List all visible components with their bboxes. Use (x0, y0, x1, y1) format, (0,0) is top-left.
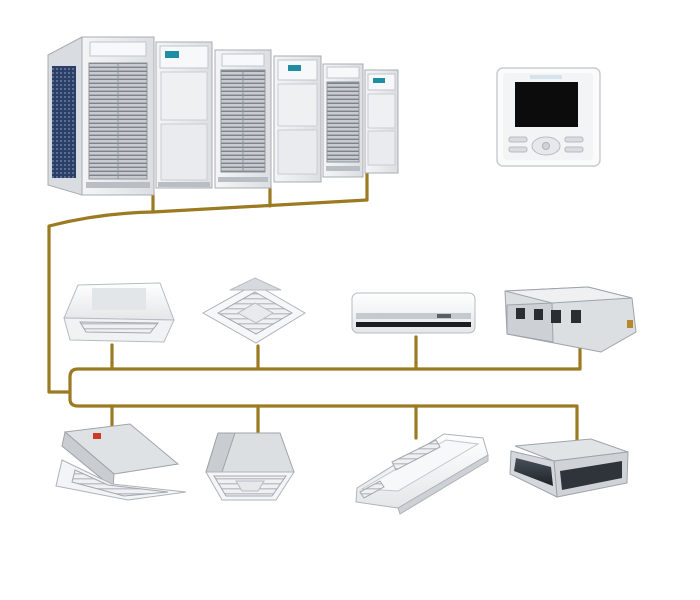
drops-row-2 (110, 404, 418, 440)
outdoor-unit (155, 41, 213, 189)
ceiling-floor-unit-icon (355, 433, 489, 515)
branch-pipe-row-1 (68, 347, 582, 394)
brand-logo-icon (288, 65, 301, 71)
outdoor-unit (364, 69, 399, 174)
four-way-cassette-icon (201, 277, 306, 344)
indoor-unit-row-2 (55, 423, 629, 515)
refrigerant-pipe-network (47, 171, 582, 442)
compact-cassette-icon (205, 432, 295, 501)
wall-mounted-split-icon (351, 292, 476, 334)
drops-row-1 (110, 335, 418, 371)
outdoor-unit-bank (47, 36, 399, 196)
brand-logo-icon (373, 78, 385, 83)
brand-logo-icon (165, 51, 179, 58)
outdoor-unit (273, 55, 322, 183)
controller-screen (515, 82, 578, 127)
wired-controller-icon (496, 67, 601, 167)
slim-duct-icon (509, 438, 629, 498)
outdoor-header-pipe (151, 171, 369, 214)
outdoor-unit (322, 63, 364, 178)
ducted-unit-icon (504, 286, 637, 353)
one-way-cassette-icon (63, 282, 175, 343)
indoor-unit-row-1 (63, 277, 637, 353)
outdoor-unit (214, 49, 272, 189)
outdoor-unit (47, 36, 155, 196)
branch-pipe-row-2 (68, 390, 579, 442)
fresh-air-cassette-icon (55, 423, 187, 501)
main-riser-pipe (47, 210, 155, 394)
